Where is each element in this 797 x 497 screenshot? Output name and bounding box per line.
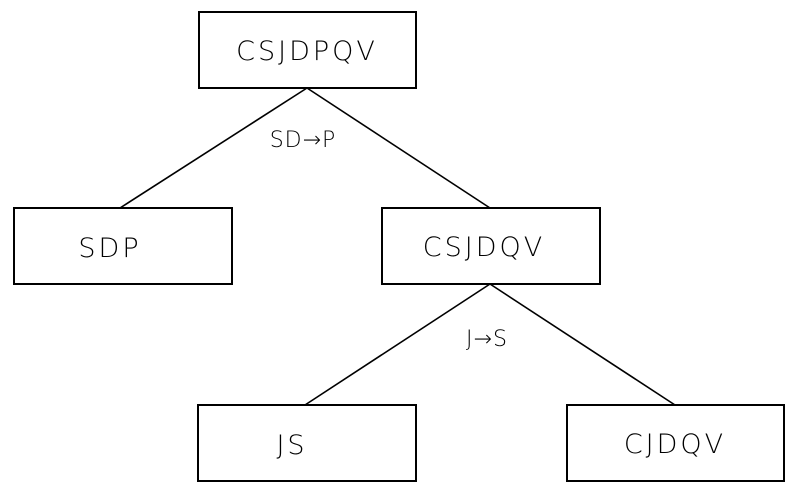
node-right-right: CJDQV [566, 404, 785, 482]
edge-root-to-right [306, 87, 491, 209]
node-right-left-box [197, 404, 417, 482]
edge-label-right-split: J→S [466, 327, 508, 352]
edge-root-to-left [119, 87, 308, 209]
node-left: SDP [13, 207, 233, 285]
node-right-right-box [566, 404, 785, 482]
edge-right-to-right-left [304, 283, 491, 406]
node-root-box [198, 11, 417, 89]
node-left-box [13, 207, 233, 285]
node-right-right-label: CJDQV [624, 429, 726, 460]
node-right-label: CSJDQV [423, 232, 545, 263]
node-right-left: JS [197, 404, 417, 482]
node-right-box [381, 207, 601, 285]
node-right: CSJDQV [381, 207, 601, 285]
node-right-left-label: JS [276, 430, 307, 461]
edge-right-to-right-right [489, 283, 676, 406]
node-left-label: SDP [78, 233, 141, 264]
node-root: CSJDPQV [198, 11, 417, 89]
edge-label-root-split: SD→P [270, 128, 337, 153]
node-root-label: CSJDPQV [236, 36, 378, 67]
